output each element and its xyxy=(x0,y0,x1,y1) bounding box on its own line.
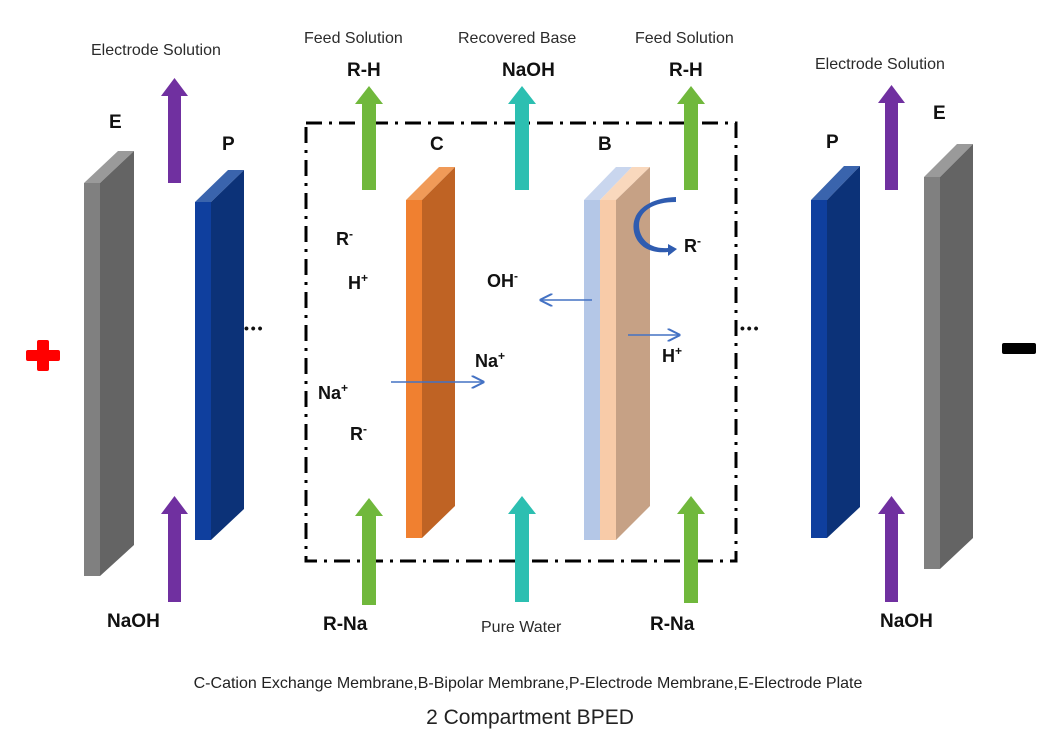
label-feed-solution-right: Feed Solution xyxy=(635,30,734,47)
letter-p-left: P xyxy=(222,134,235,155)
legend-caption: C-Cation Exchange Membrane,B-Bipolar Mem… xyxy=(194,675,863,692)
bipolar-membrane xyxy=(584,167,650,540)
plus-sign-icon xyxy=(26,340,60,371)
flow-arrow-in-feed-left xyxy=(355,498,383,605)
flow-arrow-in-feed-right xyxy=(677,496,705,603)
flow-arrow-up-feed-right xyxy=(677,86,705,190)
inlet-naoh-left: NaOH xyxy=(107,611,160,632)
ion-r-minus-right: R- xyxy=(684,234,701,256)
ion-r-minus-1: R- xyxy=(336,227,353,249)
electrode-plate-left xyxy=(84,151,134,576)
diagram-title: 2 Compartment BPED xyxy=(426,706,634,729)
minus-sign-icon xyxy=(1002,343,1036,354)
inlet-pure-water: Pure Water xyxy=(481,619,562,636)
ellipsis-left: • • • xyxy=(244,320,263,336)
outlet-rh-right: R-H xyxy=(669,60,703,81)
letter-b: B xyxy=(598,134,612,155)
ellipsis-right: • • • xyxy=(740,320,759,336)
label-electrode-solution-right: Electrode Solution xyxy=(815,56,945,73)
electrode-membrane-left xyxy=(195,170,244,540)
flow-arrow-in-electrode-left xyxy=(161,496,188,602)
electrode-plate-right xyxy=(924,144,973,569)
inlet-rna-left: R-Na xyxy=(323,614,368,635)
flow-arrow-up-base xyxy=(508,86,536,190)
flow-arrow-up-feed-left xyxy=(355,86,383,190)
ion-na-plus-center: Na+ xyxy=(475,349,505,371)
label-electrode-solution-left: Electrode Solution xyxy=(91,42,221,59)
ion-h-plus-1: H+ xyxy=(348,271,368,293)
flow-arrow-up-electrode-right xyxy=(878,85,905,190)
label-feed-solution-left: Feed Solution xyxy=(304,30,403,47)
letter-e-right: E xyxy=(933,103,946,124)
outlet-rh-left: R-H xyxy=(347,60,381,81)
flow-arrow-up-electrode-left xyxy=(161,78,188,183)
inlet-rna-right: R-Na xyxy=(650,614,695,635)
electrode-membrane-right xyxy=(811,166,860,538)
inlet-naoh-right: NaOH xyxy=(880,611,933,632)
label-recovered-base: Recovered Base xyxy=(458,30,576,47)
ion-na-plus-left: Na+ xyxy=(318,381,348,403)
flow-arrow-in-electrode-right xyxy=(878,496,905,602)
cation-exchange-membrane xyxy=(406,167,455,538)
letter-c: C xyxy=(430,134,444,155)
ion-r-minus-2: R- xyxy=(350,422,367,444)
ion-h-plus-right: H+ xyxy=(662,344,682,366)
letter-p-right: P xyxy=(826,132,839,153)
outlet-naoh: NaOH xyxy=(502,60,555,81)
ion-oh-minus: OH- xyxy=(487,269,518,291)
curved-arrow-icon xyxy=(633,197,677,256)
flow-arrow-in-water xyxy=(508,496,536,602)
letter-e-left: E xyxy=(109,112,122,133)
